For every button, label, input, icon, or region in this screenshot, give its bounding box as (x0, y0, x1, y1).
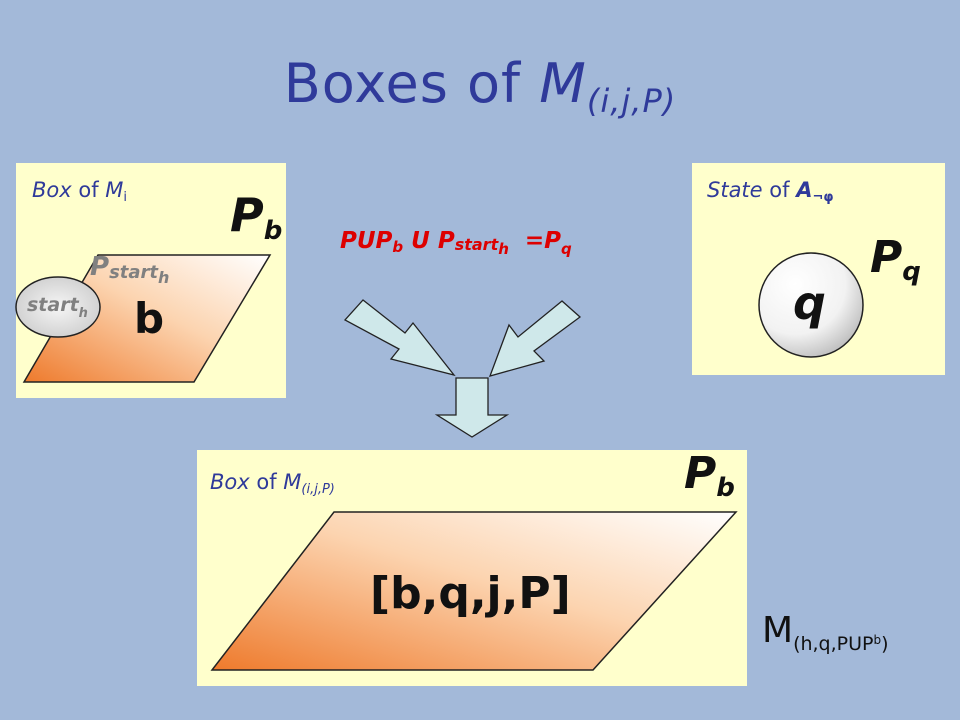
left-box-label-sub: i (123, 190, 128, 205)
equation-equals: =P (516, 228, 562, 254)
title-m: M (539, 52, 587, 115)
down-arrow (434, 377, 510, 438)
bottom-box-label-m: M (283, 470, 302, 494)
box-bqjp-parallelogram (210, 511, 738, 671)
left-box-p-label: Pb (230, 188, 282, 246)
left-diagonal-arrow (343, 299, 456, 377)
right-box-p-sub: q (902, 257, 921, 287)
bottom-box-label-box: Box (210, 470, 250, 494)
right-box-label-state: State (707, 178, 763, 202)
left-box-label: Box of Mi (32, 178, 127, 205)
equation-start-sub: h (498, 240, 509, 258)
tuple-label: [b,q,j,P] (370, 568, 571, 619)
start-h-label: starth (27, 294, 88, 321)
equation-start: start (454, 235, 499, 254)
right-box-label: State of A¬φ (707, 178, 834, 205)
page-title: Boxes of M(i,j,P) (0, 52, 960, 120)
bottom-box-label-sub: (i,j,P) (301, 482, 335, 497)
left-box-p-letter: P (230, 188, 264, 242)
state-q-circle (758, 252, 864, 358)
start-h-sub: h (78, 306, 88, 321)
right-box-p-label: Pq (870, 232, 921, 287)
bottom-box-p-sub: b (716, 473, 735, 503)
left-box-label-box: Box (32, 178, 72, 202)
bottom-box-p-letter: P (684, 448, 717, 499)
equation-pup: PUP (340, 228, 393, 254)
title-subscript: (i,j,P) (586, 82, 677, 120)
m-hq-b: b (873, 633, 882, 647)
equation-pup-sub: b (392, 238, 404, 256)
left-box-label-m: M (105, 178, 124, 202)
left-box-p-sub: b (263, 216, 283, 246)
left-box-label-of: of (71, 178, 106, 202)
equation-q-sub: q (561, 240, 572, 258)
start-h-ellipse (15, 276, 101, 338)
m-hq-close: ) (881, 633, 889, 655)
m-hq-open: (h,q,PUP (793, 633, 874, 655)
right-box-label-a: A (796, 178, 813, 202)
start-h-text: start (27, 294, 79, 316)
equation-label: PUPb U Pstarth =Pq (340, 228, 572, 258)
right-box-label-sub: ¬φ (812, 190, 834, 205)
bottom-box-label-of: of (249, 470, 284, 494)
right-box-p-letter: P (870, 232, 903, 283)
title-prefix: Boxes of (283, 52, 540, 115)
right-diagonal-arrow (488, 300, 582, 377)
p-start-label: Pstarth (90, 252, 169, 287)
m-hq-label: M(h,q,PUPb) (762, 610, 889, 655)
m-hq-m: M (762, 610, 794, 651)
bottom-box-label: Box of M(i,j,P) (210, 470, 335, 497)
right-box-label-of: of (762, 178, 797, 202)
p-start-start: start (109, 262, 159, 283)
equation-union: U P (403, 228, 455, 254)
p-start-p: P (90, 252, 110, 282)
q-label: q (793, 276, 826, 330)
p-start-h: h (158, 268, 170, 287)
b-label: b (134, 294, 165, 343)
bottom-box-p-label: Pb (684, 448, 735, 503)
